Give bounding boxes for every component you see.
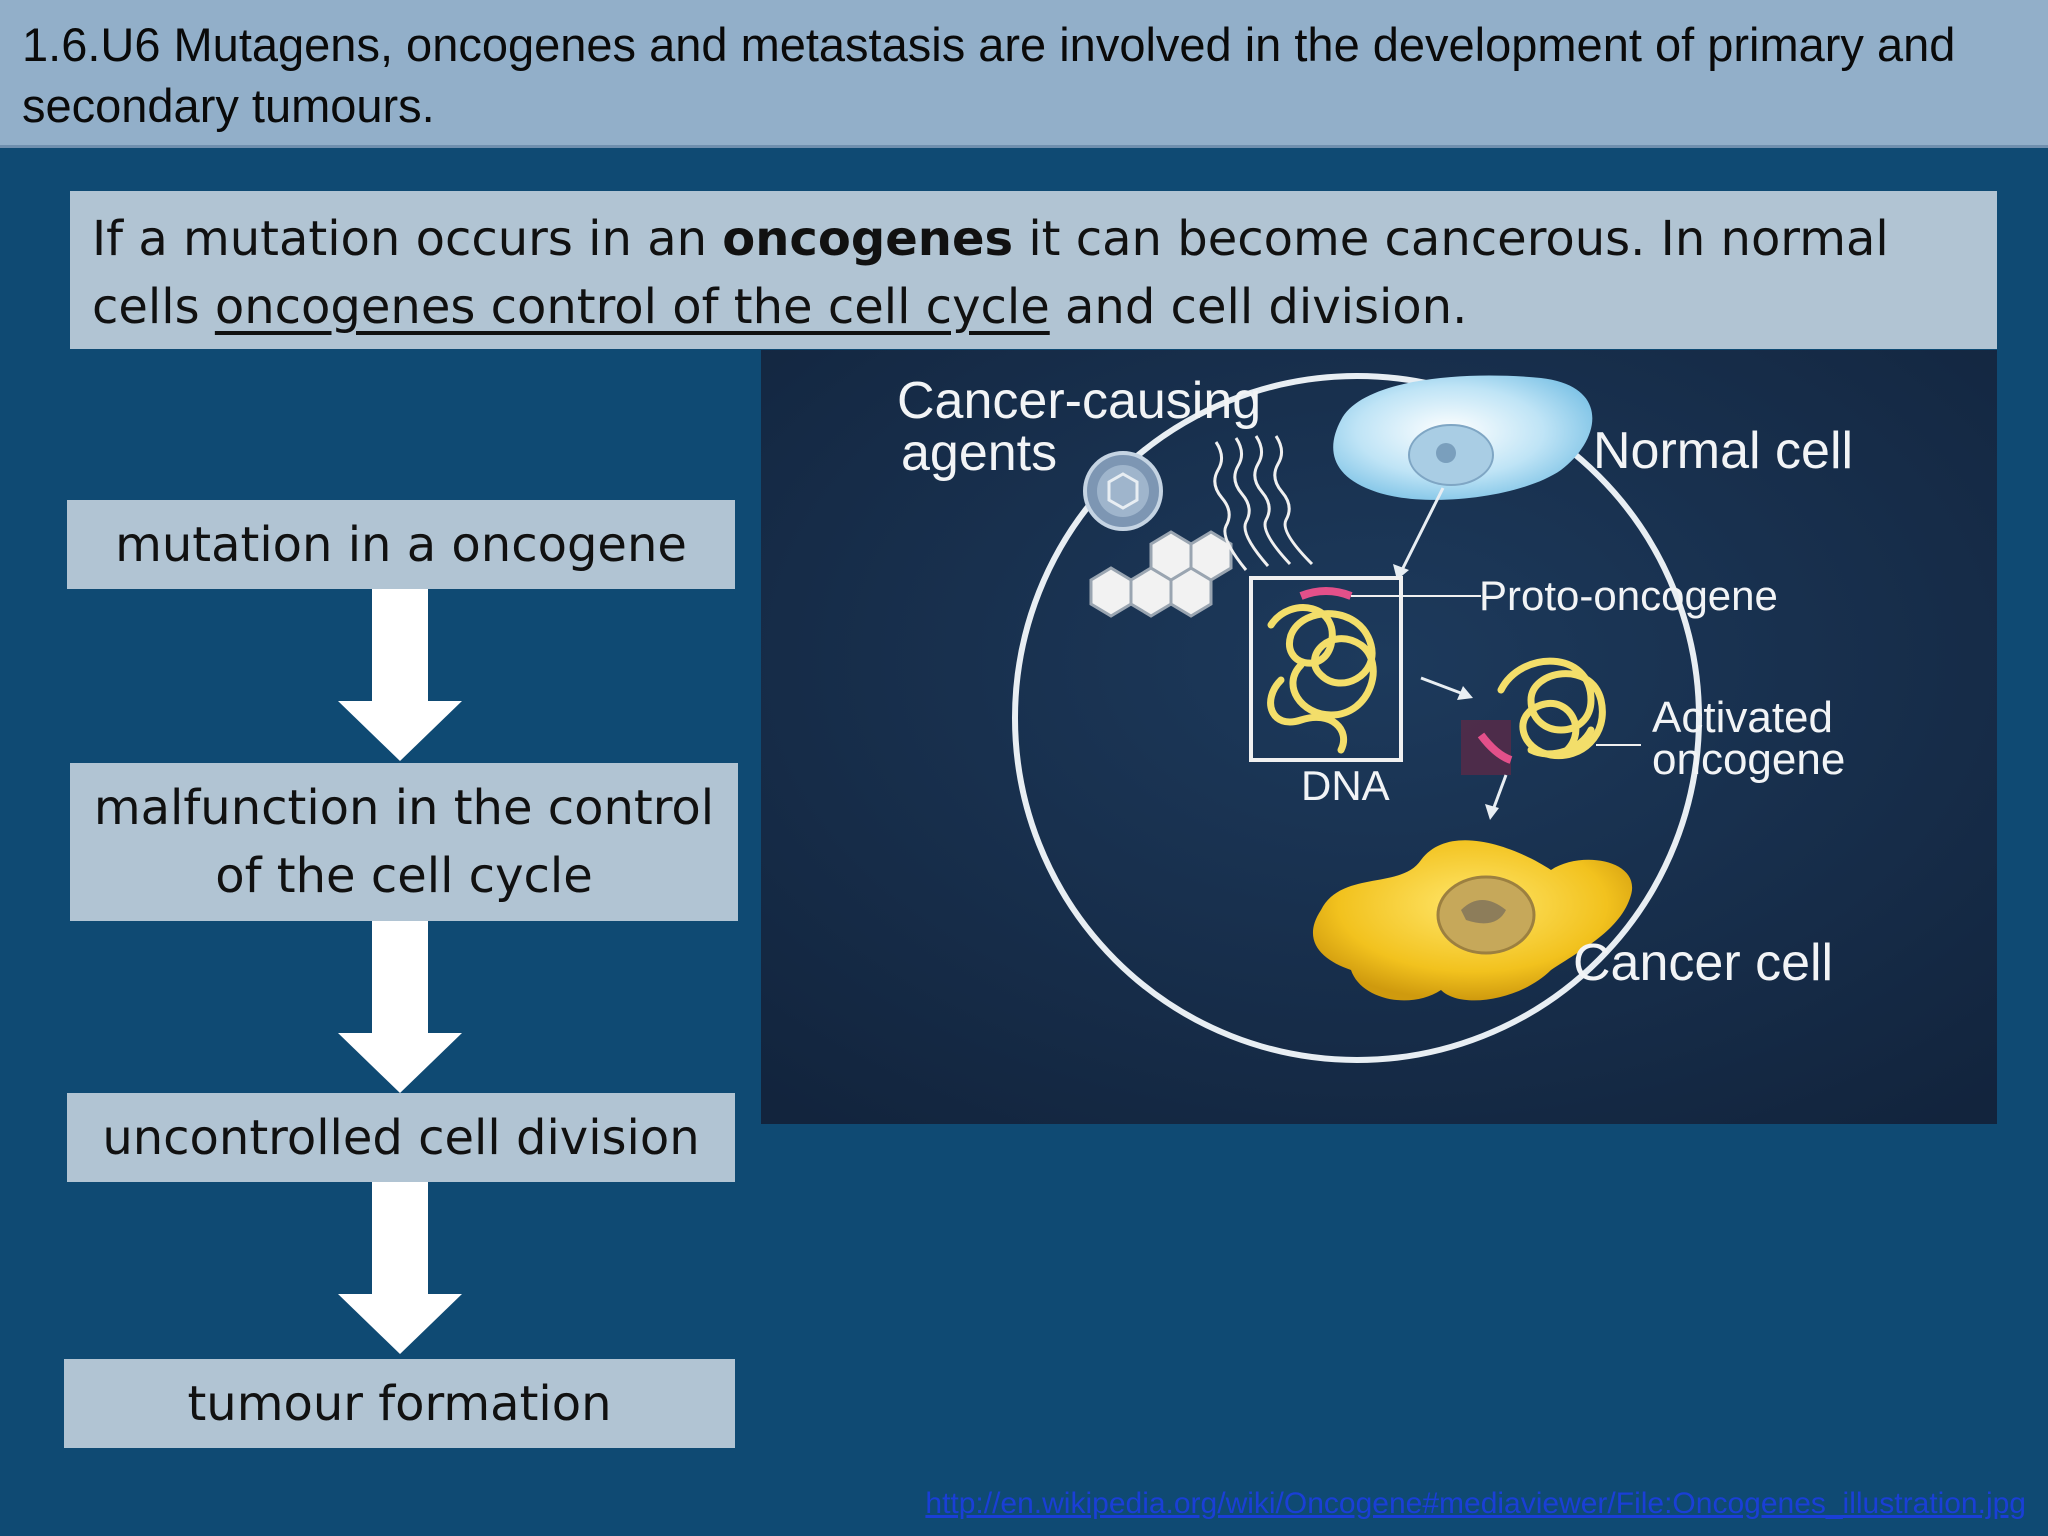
- down-arrow-icon: [338, 589, 462, 761]
- oncogene-illustration: Cancer-causing agents Normal cell Proto-…: [761, 350, 1997, 1124]
- intro-text-3: and cell division.: [1049, 279, 1468, 335]
- hexagon-molecule-icon: [1089, 530, 1233, 618]
- flow-step-tumour-formation: tumour formation: [64, 1359, 735, 1448]
- label-agents: agents: [901, 424, 1057, 482]
- dna-coil-icon: [1267, 604, 1377, 754]
- cycle-circle: [1012, 373, 1702, 1063]
- radiation-lines-icon: [1213, 435, 1314, 571]
- label-normal-cell: Normal cell: [1593, 422, 1853, 480]
- flow-step-malfunction-label-2: of the cell cycle: [215, 848, 593, 904]
- flow-step-mutation: mutation in a oncogene: [67, 500, 735, 589]
- flow-step-uncontrolled-division-label: uncontrolled cell division: [102, 1109, 700, 1166]
- label-activated: Activated: [1652, 693, 1833, 742]
- intro-text-2: it can become cancerous. In normal cells: [92, 211, 1889, 335]
- intro-underlined-phrase: oncogenes control of the cell cycle: [214, 279, 1050, 335]
- label-dna: DNA: [1301, 762, 1390, 809]
- activated-oncogene-coil-icon: [1497, 657, 1606, 760]
- activated-segment: [1477, 732, 1513, 764]
- slide-title: 1.6.U6 Mutagens, oncogenes and metastasi…: [22, 18, 1956, 132]
- flow-step-malfunction-label-1: malfunction in the control: [93, 780, 715, 836]
- intro-text-1: If a mutation occurs in an: [92, 211, 723, 267]
- arrow-head-icon: [1457, 686, 1473, 700]
- cancer-cell-icon: [1312, 840, 1633, 1001]
- mutation-highlight: [1461, 720, 1511, 775]
- flow-step-tumour-formation-label: tumour formation: [187, 1375, 612, 1432]
- slide-header: 1.6.U6 Mutagens, oncogenes and metastasi…: [0, 0, 2048, 148]
- intro-bold-term: oncogenes: [722, 211, 1014, 267]
- label-proto-oncogene: Proto-oncogene: [1479, 572, 1778, 619]
- label-cancer-causing: Cancer-causing: [897, 372, 1261, 430]
- virus-icon: [1083, 451, 1163, 531]
- label-oncogene: oncogene: [1652, 735, 1845, 784]
- arrow-line: [1491, 774, 1508, 811]
- dna-box: [1249, 576, 1403, 762]
- arrow-line: [1399, 487, 1445, 573]
- flow-step-uncontrolled-division: uncontrolled cell division: [67, 1093, 735, 1182]
- arrow-head-icon: [1485, 804, 1499, 820]
- down-arrow-icon: [338, 1182, 462, 1354]
- flow-step-mutation-label: mutation in a oncogene: [115, 516, 687, 573]
- flow-step-malfunction: malfunction in the control of the cell c…: [70, 763, 738, 921]
- intro-box: If a mutation occurs in an oncogenes it …: [70, 191, 1997, 349]
- proto-oncogene-segment: [1299, 587, 1353, 600]
- normal-cell-icon: [1333, 375, 1593, 500]
- source-link[interactable]: http://en.wikipedia.org/wiki/Oncogene#me…: [925, 1487, 2026, 1520]
- down-arrow-icon: [338, 921, 462, 1093]
- arrow-line: [1420, 676, 1467, 697]
- label-cancer-cell: Cancer cell: [1573, 934, 1833, 992]
